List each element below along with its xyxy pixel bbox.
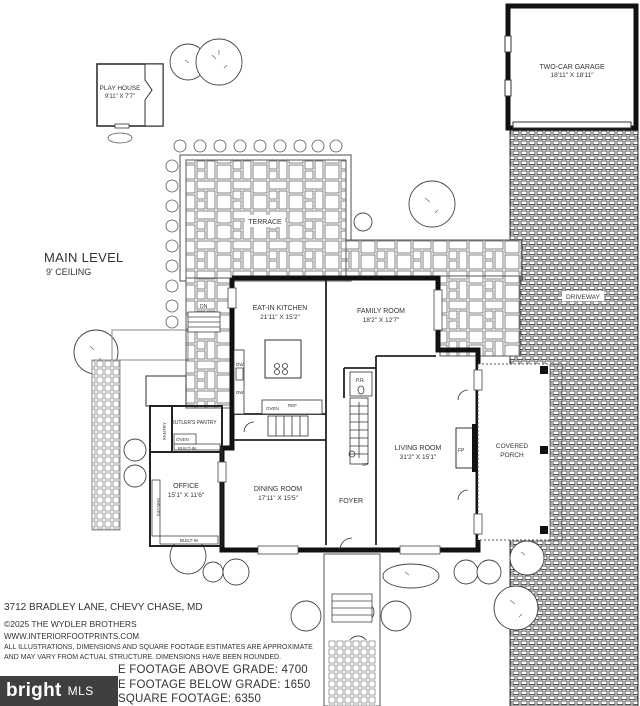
terrace-right [345,239,523,281]
office-built-in [159,535,219,545]
garage-side-door-2 [504,79,512,97]
sqft-above-grade: E FOOTAGE ABOVE GRADE: 4700 [118,664,308,676]
kitchen-counter-west [233,349,245,415]
living-dims: 31'2" X 15'1" [400,454,437,461]
fireplace-label: FP [458,448,465,454]
family-dims: 18'2" X 12'7" [363,317,400,324]
stepping-stones [107,132,343,329]
terrace-label: TERRACE [248,219,282,226]
office-built-in-label: BUILT-IN [180,538,198,543]
dw-label: DW [236,362,244,367]
west-pad [145,375,187,407]
north-steps [187,311,221,333]
porch-label-1: COVERED [496,443,528,450]
sqft-total: SQUARE FOOTAGE: 6350 [118,693,262,705]
oven-label: OVEN [266,406,279,411]
main-stairs [348,397,369,465]
front-steps [331,593,373,623]
door-swings [243,389,469,551]
bright-mls-watermark: bright MLS [0,676,118,706]
sqft-below-grade: E FOOTAGE BELOW GRADE: 1650 [118,679,311,691]
garage-door [512,121,632,129]
dining-dims: 17'11" X 15'5" [258,495,299,502]
dn-label: DN [200,304,208,310]
powder-label: P.R. [356,378,365,384]
front-walk [323,553,381,706]
play-house-step [114,123,130,129]
website: WWW.INTERIORFOOTPRINTS.COM [4,632,140,641]
living-name: LIVING ROOM [395,445,442,452]
pantry-oven [173,433,197,445]
dining-name: DINING ROOM [254,486,302,493]
kitchen-counter-south [261,399,323,415]
watermark-brand: bright [6,680,62,701]
play-house-porch [144,63,164,127]
powder-room [349,371,373,397]
office-shelves [151,479,161,537]
porch-steps [549,363,563,541]
office-dims: 15'1" X 11'6" [168,492,205,499]
garage-side-door [504,35,512,53]
disclaimer: ALL ILLUSTRATIONS, DIMENSIONS AND SQUARE… [4,644,313,661]
garage-dims: 18'11" X 18'11" [551,72,595,79]
family-name: FAMILY ROOM [357,308,405,315]
office-wing [149,405,223,547]
copyright: ©2025 THE WYDLER BROTHERS [4,619,137,629]
terrace-label-bg [245,215,285,227]
covered-porch [477,363,551,541]
office-name: OFFICE [173,483,199,490]
garage [505,3,639,131]
porch-label-2: PORCH [500,452,524,459]
ceiling-height: 9' CEILING [46,267,92,277]
up-label: UP [362,462,368,467]
terrace-border [179,154,352,282]
property-address: 3712 BRADLEY LANE, CHEVY CHASE, MD [4,602,203,613]
kitchen-island [264,339,302,379]
walk-left [185,277,233,409]
kitchen-name: EAT-IN KITCHEN [253,305,308,312]
butlers-pantry-label: BUTLER'S PANTRY [171,420,217,426]
west-path-top [111,329,189,361]
terrace-east [439,275,521,357]
front-walk-pavers [328,640,376,706]
pantry-built-in [173,443,221,451]
west-path [91,359,121,531]
level-title: MAIN LEVEL [44,250,124,265]
butlers-pantry-name: BUTLER'S PANTRY [171,420,217,426]
dw-label-2: DW [236,390,244,395]
driveway-label: DRIVEWAY [566,294,601,301]
watermark-suffix: MLS [67,684,94,698]
windows [217,287,483,555]
play-house-dims: 9'11" X 7'7" [105,94,135,100]
oven-label-pantry: OVEN [176,437,189,442]
play-house-name: PLAY HOUSE [100,85,142,92]
ref-label: REF [288,403,297,408]
built-in-label: BUILT-IN [178,446,196,451]
pantry-label: PANTRY [162,422,167,440]
back-stairs [267,415,309,437]
garage-name: TWO-CAR GARAGE [539,64,605,71]
kitchen-sink [235,367,244,381]
shelves-label: SHELVES [156,498,161,516]
kitchen-dims: 21'11" X 15'2" [260,314,301,321]
porch-columns [540,366,548,534]
foyer-label: FOYER [339,498,363,505]
cooktop [274,363,288,375]
driveway-label-bg [562,291,604,301]
